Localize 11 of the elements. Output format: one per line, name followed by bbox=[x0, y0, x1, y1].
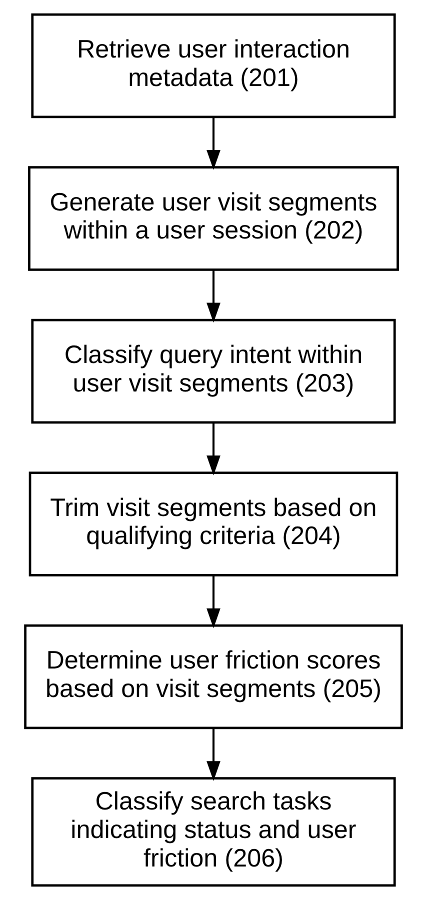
arrow bbox=[206, 270, 220, 323]
node-box: Retrieve user interaction metadata (201) bbox=[31, 13, 396, 118]
arrow bbox=[206, 422, 220, 476]
arrow bbox=[206, 117, 220, 170]
node-box: Classify query intent within user visit segments (203) bbox=[31, 318, 396, 424]
node-box: Trim visit segments based on qualifying criteria (204) bbox=[28, 472, 398, 576]
node-box: Determine user friction scores based on visit segments (205) bbox=[24, 624, 403, 730]
node-box: Classify search tasks indicating status and user friction (206) bbox=[31, 777, 396, 887]
arrow bbox=[206, 728, 220, 781]
arrow bbox=[206, 575, 220, 628]
node-box: Generate user visit segments within a user session (202) bbox=[28, 166, 399, 271]
